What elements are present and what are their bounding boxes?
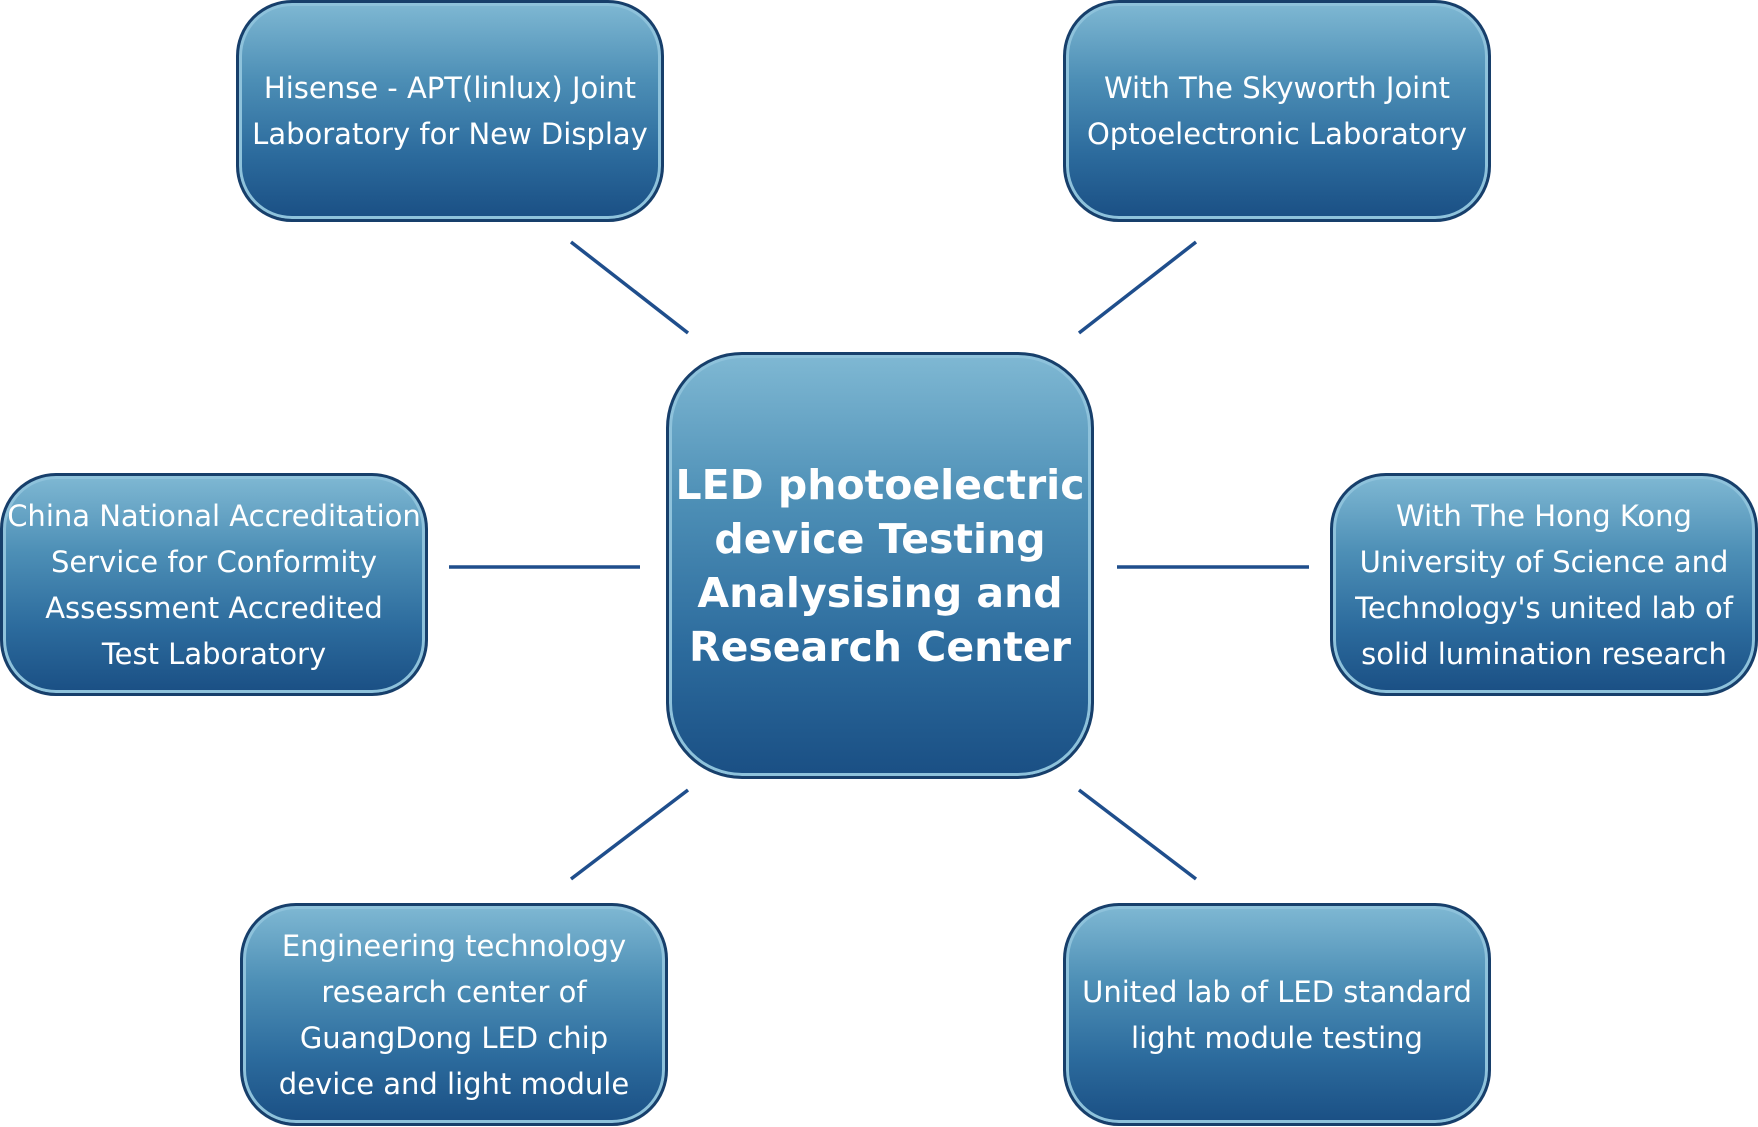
center-node: LED photoelectric device Testing Analysi… [666, 352, 1094, 779]
node-top-left: Hisense - APT(linlux) Joint Laboratory f… [236, 0, 664, 222]
node-middle-right-label: With The Hong Kong University of Science… [1355, 498, 1733, 671]
node-middle-left: China National Accreditation Service for… [0, 473, 428, 696]
node-top-right: With The Skyworth Joint Optoelectronic L… [1063, 0, 1491, 222]
connector-top-left [569, 240, 690, 335]
node-top-right-label: With The Skyworth Joint Optoelectronic L… [1086, 71, 1467, 151]
node-bottom-right: United lab of LED standard light module … [1063, 903, 1491, 1126]
node-middle-left-label: China National Accreditation Service for… [7, 498, 421, 671]
node-bottom-right-label: United lab of LED standard light module … [1082, 974, 1472, 1055]
connector-bottom-right [1077, 788, 1198, 881]
connector-bottom-left [569, 788, 690, 881]
node-top-left-label: Hisense - APT(linlux) Joint Laboratory f… [252, 71, 648, 151]
node-bottom-left-label: Engineering technology research center o… [278, 928, 630, 1101]
node-middle-right: With The Hong Kong University of Science… [1330, 473, 1758, 696]
node-bottom-left: Engineering technology research center o… [240, 903, 668, 1126]
connector-top-right [1077, 240, 1198, 335]
center-node-label: LED photoelectric device Testing Analysi… [675, 460, 1085, 671]
